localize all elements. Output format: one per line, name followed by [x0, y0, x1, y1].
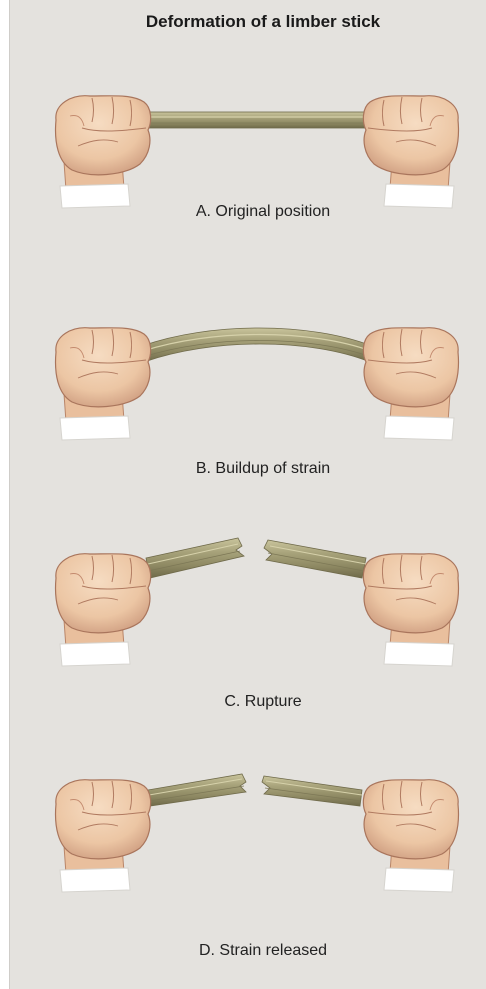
panel-c-illustration: [56, 538, 459, 666]
stick-c-left: [146, 538, 244, 578]
panel-a-illustration: [56, 96, 459, 208]
caption-b: B. Buildup of strain: [0, 460, 486, 478]
left-fist-icon: [56, 328, 151, 440]
right-fist-icon: [363, 554, 458, 666]
panel-d-illustration: [56, 774, 459, 892]
right-fist-icon: [363, 780, 458, 892]
panel-b-illustration: [56, 328, 459, 440]
caption-d: D. Strain released: [0, 942, 486, 960]
right-fist-icon: [363, 328, 458, 440]
stick-d-right: [262, 776, 362, 806]
stick-b: [142, 328, 372, 362]
caption-c: C. Rupture: [0, 693, 486, 711]
left-fist-icon: [56, 96, 151, 208]
left-fist-icon: [56, 554, 151, 666]
stick-d-left: [148, 774, 246, 806]
caption-a: A. Original position: [0, 203, 486, 221]
left-fist-icon: [56, 780, 151, 892]
stick-c-right: [264, 540, 366, 578]
right-fist-icon: [363, 96, 458, 208]
stick-a: [140, 112, 374, 128]
